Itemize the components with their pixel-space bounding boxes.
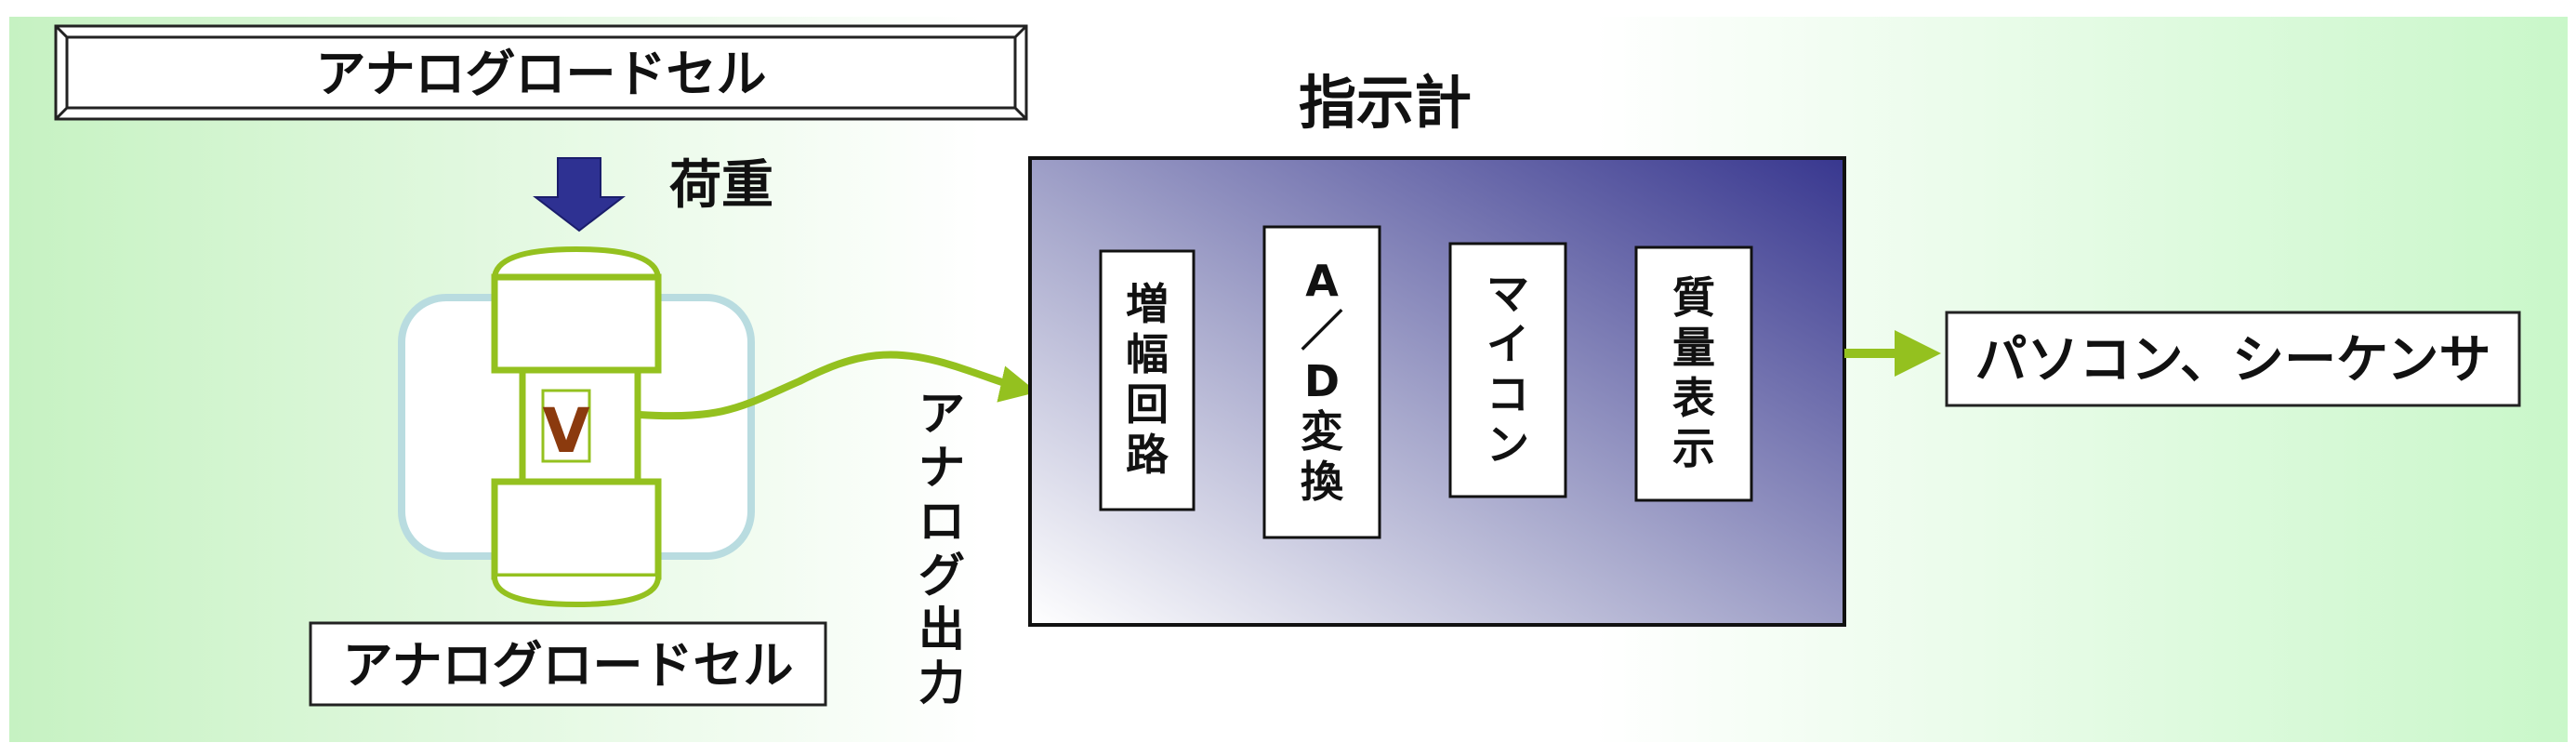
indicator-title: 指示計 bbox=[1299, 69, 1472, 137]
mass-display-block: 質量表示 bbox=[1634, 245, 1753, 502]
load-cell-top-block bbox=[491, 273, 662, 374]
microcomputer-block-frame bbox=[1448, 242, 1567, 498]
title-banner-text: アナログロードセル bbox=[316, 45, 767, 103]
amplifier-circuit-block: 増幅回路 bbox=[1099, 249, 1196, 511]
title-banner: アナログロードセル bbox=[54, 24, 1028, 121]
strain-gauge-symbol: V bbox=[542, 395, 589, 467]
cell-caption-text: アナログロードセル bbox=[343, 636, 794, 695]
load-cell-illustration: V bbox=[398, 245, 755, 608]
amplifier-circuit-block-label: 増幅回路 bbox=[1126, 279, 1169, 480]
load-cell-bottom-block bbox=[491, 478, 662, 580]
strain-gauge bbox=[541, 389, 591, 463]
analog-output-signal-line bbox=[639, 351, 1037, 420]
microcomputer-block: マイコン bbox=[1448, 242, 1567, 498]
mass-display-block-label: 質量表示 bbox=[1672, 272, 1715, 473]
microcomputer-block-label: マイコン bbox=[1486, 269, 1529, 470]
destination-box: パソコン、シーケンサ bbox=[1945, 311, 2521, 407]
amplifier-circuit-block-frame bbox=[1099, 249, 1196, 511]
destination-text: パソコン、シーケンサ bbox=[1975, 330, 2491, 391]
ad-converter-block-frame bbox=[1262, 225, 1381, 539]
analog-output-label: アナログ出力 bbox=[918, 387, 965, 710]
load-arrow-icon bbox=[533, 157, 626, 232]
cell-caption-box: アナログロードセル bbox=[309, 621, 827, 707]
mass-display-block-frame bbox=[1634, 245, 1753, 502]
load-label: 荷重 bbox=[669, 155, 773, 216]
